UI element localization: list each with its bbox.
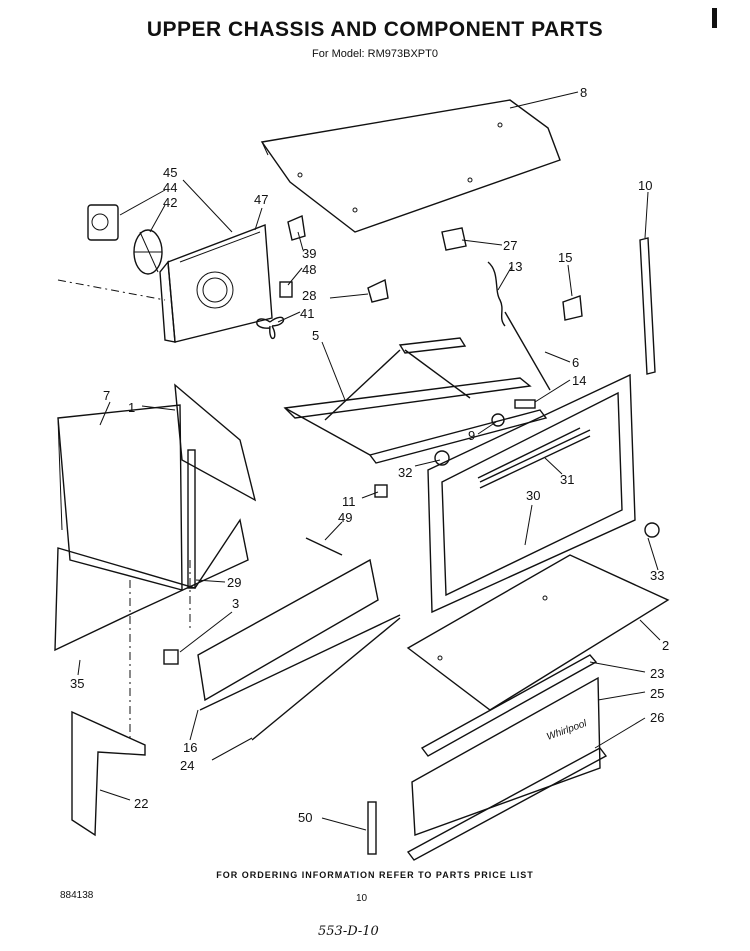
alignment-lines — [57, 279, 191, 740]
part-post — [367, 801, 377, 855]
part-shield — [71, 710, 146, 837]
corner-mark — [712, 8, 717, 28]
callout-44: 44 — [163, 180, 177, 195]
callout-47: 47 — [254, 192, 268, 207]
callout-8: 8 — [580, 85, 587, 100]
part-clip-48 — [279, 281, 293, 298]
part-frame — [283, 337, 548, 464]
callout-15: 15 — [558, 250, 572, 265]
part-bottom-plate — [406, 554, 670, 711]
callout-11: 11 — [342, 494, 356, 509]
part-front-panel — [427, 373, 636, 614]
part-clip-11 — [374, 484, 388, 498]
part-probe — [305, 537, 343, 556]
callout-35: 35 — [70, 676, 84, 691]
document-number: 884138 — [60, 890, 94, 901]
callout-39: 39 — [302, 246, 316, 261]
callout-labels: 8 10 45 44 42 47 39 48 28 41 27 13 15 5 … — [70, 85, 669, 825]
callout-1: 1 — [128, 400, 135, 415]
part-side-bracket — [174, 383, 257, 502]
ordering-note: FOR ORDERING INFORMATION REFER TO PARTS … — [216, 870, 534, 880]
callout-3: 3 — [232, 596, 239, 611]
callout-28: 28 — [302, 288, 316, 303]
callout-7: 7 — [103, 388, 110, 403]
part-clip-14 — [514, 399, 536, 409]
callout-48: 48 — [302, 262, 316, 277]
callout-41: 41 — [300, 306, 314, 321]
part-blower-housing — [159, 224, 273, 343]
callout-23: 23 — [650, 666, 664, 681]
part-rail-26 — [406, 747, 608, 861]
callout-27: 27 — [503, 238, 517, 253]
part-top-cover — [260, 99, 561, 233]
model-subtitle: For Model: RM973BXPT0 — [312, 48, 438, 60]
callout-32: 32 — [398, 465, 412, 480]
part-plate-15 — [562, 295, 583, 321]
part-knob-9 — [491, 413, 505, 427]
callout-14: 14 — [572, 373, 586, 388]
part-hinge-spring — [487, 261, 551, 391]
part-handle — [477, 427, 581, 479]
part-switch-3 — [163, 649, 179, 665]
callout-2: 2 — [662, 638, 669, 653]
callout-30: 30 — [526, 488, 540, 503]
part-strip-29 — [187, 449, 196, 589]
callout-26: 26 — [650, 710, 664, 725]
part-rail-23 — [420, 654, 598, 757]
part-lower-tray — [197, 558, 401, 741]
part-base — [54, 518, 249, 652]
callout-33: 33 — [650, 568, 664, 583]
callout-50: 50 — [298, 810, 312, 825]
page-number: 10 — [356, 893, 368, 904]
part-bracket-28 — [367, 278, 389, 303]
part-knob-33 — [644, 522, 660, 538]
callout-5: 5 — [312, 328, 319, 343]
callout-25: 25 — [650, 686, 664, 701]
callout-10: 10 — [638, 178, 652, 193]
leader-lines — [77, 91, 661, 831]
callout-6: 6 — [572, 355, 579, 370]
callout-49: 49 — [338, 510, 352, 525]
part-motor — [87, 204, 119, 241]
page-title: UPPER CHASSIS AND COMPONENT PARTS — [146, 18, 604, 41]
callout-31: 31 — [560, 472, 574, 487]
part-trim-strip — [639, 237, 656, 375]
part-fan-wheel — [133, 229, 163, 275]
svg-text:Whirlpool: Whirlpool — [545, 718, 589, 743]
callout-24: 24 — [180, 758, 194, 773]
callout-9: 9 — [468, 428, 475, 443]
callout-29: 29 — [227, 575, 241, 590]
part-knob-32 — [434, 450, 450, 466]
callout-22: 22 — [134, 796, 148, 811]
part-bracket-27 — [441, 227, 467, 251]
callout-16: 16 — [183, 740, 197, 755]
part-side-panel — [57, 404, 183, 591]
callout-45: 45 — [163, 165, 177, 180]
handwritten-code: 553-D-10 — [318, 924, 379, 939]
part-bracket-39 — [287, 214, 306, 241]
callout-42: 42 — [163, 195, 177, 210]
callout-13: 13 — [508, 259, 522, 274]
